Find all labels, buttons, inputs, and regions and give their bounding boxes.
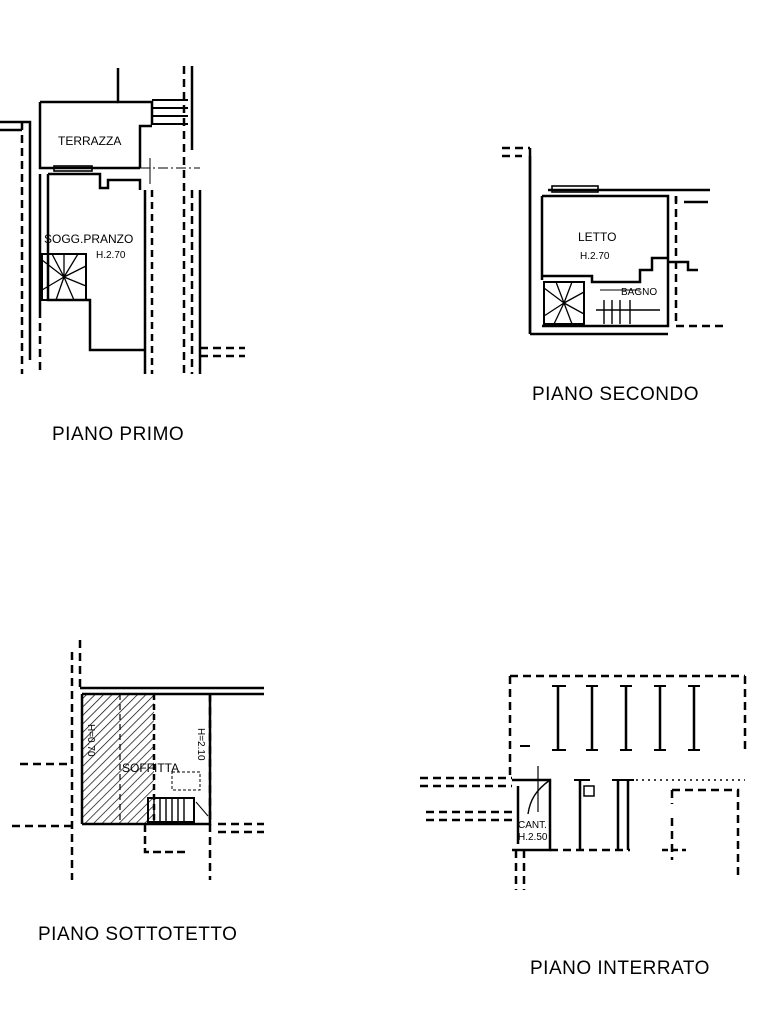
room-cantina-height: H.2.50 — [518, 832, 548, 843]
height-label-low: H=0.70 — [85, 724, 96, 757]
room-bagno: BAGNO — [621, 287, 657, 298]
room-terrazza: TERRAZZA — [58, 134, 121, 148]
room-cantina: CANT. — [518, 820, 547, 831]
plan-title-sottotetto: PIANO SOTTOTETTO — [38, 924, 237, 945]
plan-piano-interrato — [420, 674, 747, 890]
height-label-high: H=2.10 — [195, 728, 206, 761]
plan-piano-primo — [0, 66, 245, 374]
plan-title-interrato: PIANO INTERRATO — [530, 958, 710, 979]
plan-title-secondo: PIANO SECONDO — [532, 384, 699, 405]
room-soggiorno-pranzo: SOGG.PRANZO — [44, 232, 133, 246]
plan-title-primo: PIANO PRIMO — [52, 424, 184, 445]
room-soggiorno-height: H.2.70 — [96, 250, 126, 261]
plan-piano-secondo — [502, 146, 724, 336]
room-letto-height: H.2.70 — [580, 251, 610, 262]
plan-piano-sottotetto — [12, 640, 264, 880]
room-letto: LETTO — [578, 230, 616, 244]
room-soffitta: SOFFITTA — [122, 761, 179, 775]
